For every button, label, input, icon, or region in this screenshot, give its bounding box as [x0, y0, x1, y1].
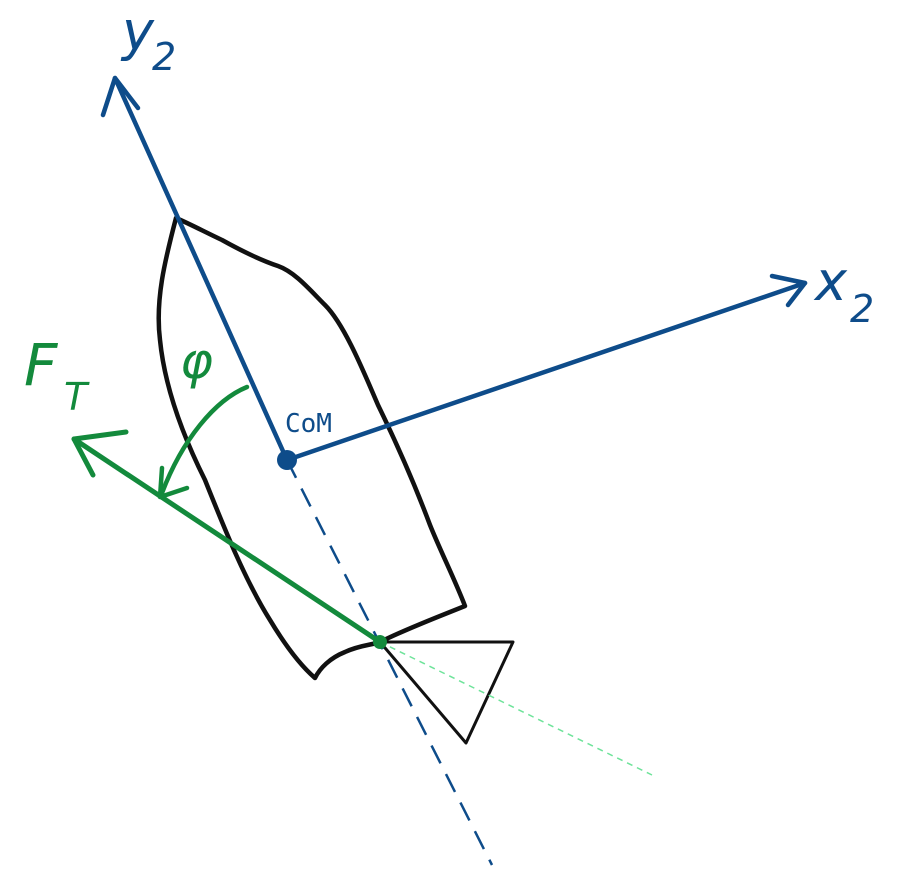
thrust-line-extension	[379, 641, 653, 776]
y2-axis-arrowhead	[100, 75, 141, 118]
angle-label: φ	[180, 332, 213, 390]
y2-axis-label: y	[120, 0, 155, 63]
center-of-mass-label: CoM	[285, 409, 332, 439]
thrust-label: F	[24, 331, 59, 399]
angle-arc	[159, 384, 250, 496]
rocket-body	[156, 215, 468, 681]
thrust-application-point	[373, 635, 387, 649]
center-of-mass-dot	[277, 450, 297, 470]
y2-axis-line	[112, 75, 290, 463]
y2-axis-dashed-extension	[285, 459, 494, 866]
x2-axis-arrowhead	[769, 273, 808, 308]
y2-axis-label-subscript: 2	[152, 35, 176, 79]
x2-axis-label-subscript: 2	[850, 287, 874, 331]
x2-axis-label: x	[813, 250, 848, 313]
thrust-vector-line	[71, 436, 383, 645]
thrust-vector-arrowhead	[71, 429, 129, 478]
thrust-label-subscript: T	[64, 375, 90, 419]
x2-axis-line	[284, 280, 808, 463]
nozzle-triangle	[378, 640, 515, 745]
angle-arc-arrowhead	[157, 465, 190, 500]
